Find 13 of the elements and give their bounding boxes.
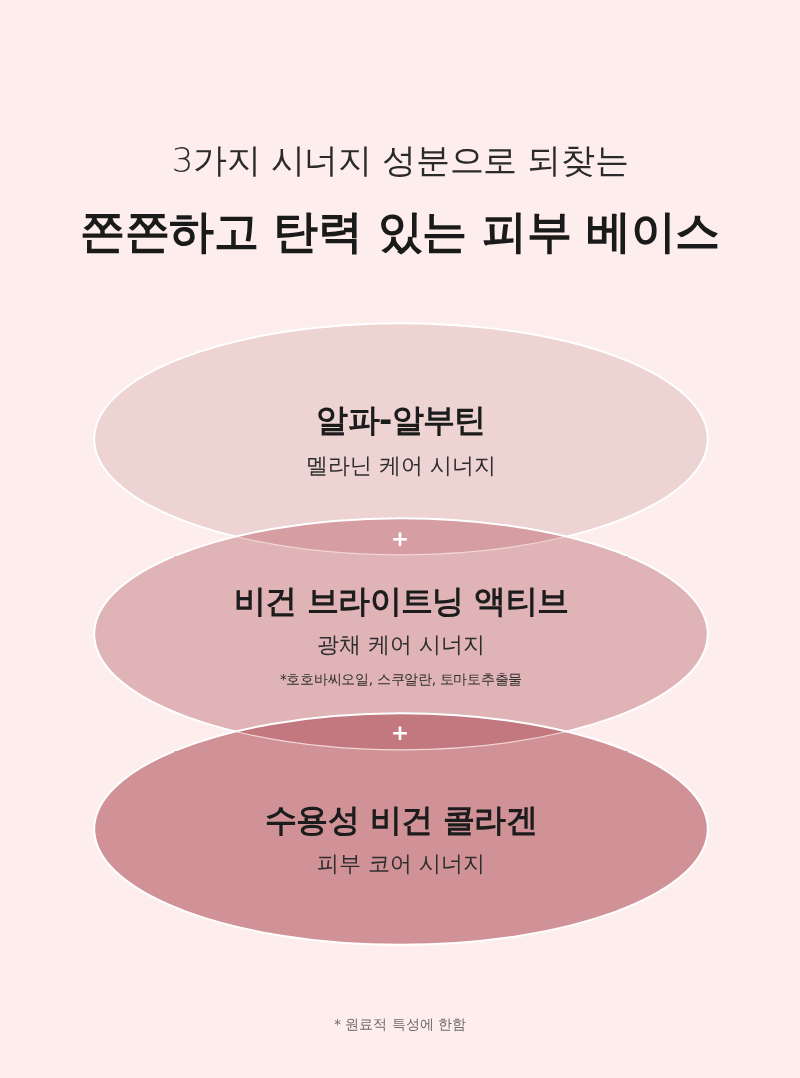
footnote: * 원료적 특성에 한함 xyxy=(334,1015,466,1033)
ingredient-ellipse xyxy=(93,322,709,556)
plus-sign: + xyxy=(390,525,410,553)
ingredient-name: 수용성 비건 콜라겐 xyxy=(265,800,537,840)
ingredient-note: *호호바씨오일, 스쿠알란, 토마토추출물 xyxy=(279,670,523,688)
headline: 쫀쫀하고 탄력 있는 피부 베이스 xyxy=(80,205,720,259)
synergy-text: 피부 코어 시너지 xyxy=(317,850,485,878)
ingredient-name: 알파-알부틴 xyxy=(316,400,486,440)
ingredient-name: 비건 브라이트닝 액티브 xyxy=(233,581,569,621)
subtitle: 3가지 시너지 성분으로 되찾는 xyxy=(171,139,629,181)
synergy-text: 멜라닌 케어 시너지 xyxy=(306,452,496,480)
synergy-text: 광채 케어 시너지 xyxy=(317,631,485,659)
plus-sign: + xyxy=(390,719,410,747)
